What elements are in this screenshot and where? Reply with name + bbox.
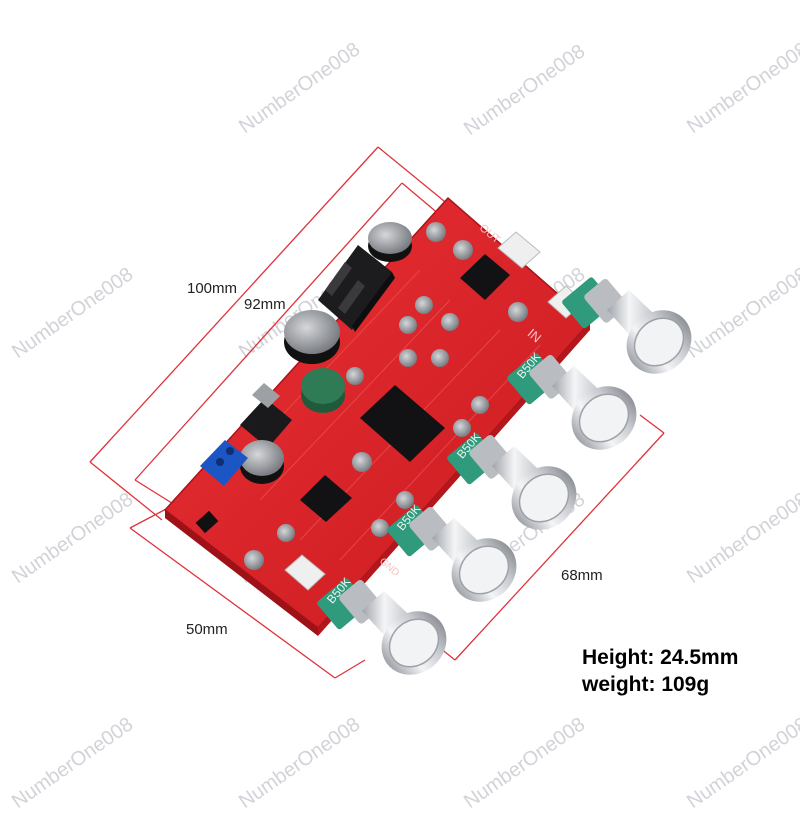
potentiometer: B50K [507, 350, 637, 450]
potentiometer: B50K [387, 502, 517, 602]
knob [362, 591, 447, 675]
potentiometer: B50K [317, 575, 447, 675]
dimension-100mm: 100mm [187, 280, 238, 297]
dimension-92mm: 92mm [244, 296, 286, 313]
capacitors [240, 222, 412, 484]
ic-chip [360, 385, 445, 462]
knob [432, 518, 517, 602]
weight-spec: weight: 109g [582, 673, 710, 696]
potentiometer [562, 277, 692, 374]
dimension-lines [89, 146, 665, 679]
power-terminal [200, 440, 248, 486]
dimension-50mm: 50mm [186, 621, 228, 638]
dimension-68mm: 68mm [561, 567, 603, 584]
knob [492, 446, 577, 530]
potentiometer: B50K [447, 430, 577, 530]
knob [607, 290, 692, 374]
height-spec: Height: 24.5mm [582, 646, 739, 669]
heatsink [318, 245, 395, 332]
knob [552, 366, 637, 450]
